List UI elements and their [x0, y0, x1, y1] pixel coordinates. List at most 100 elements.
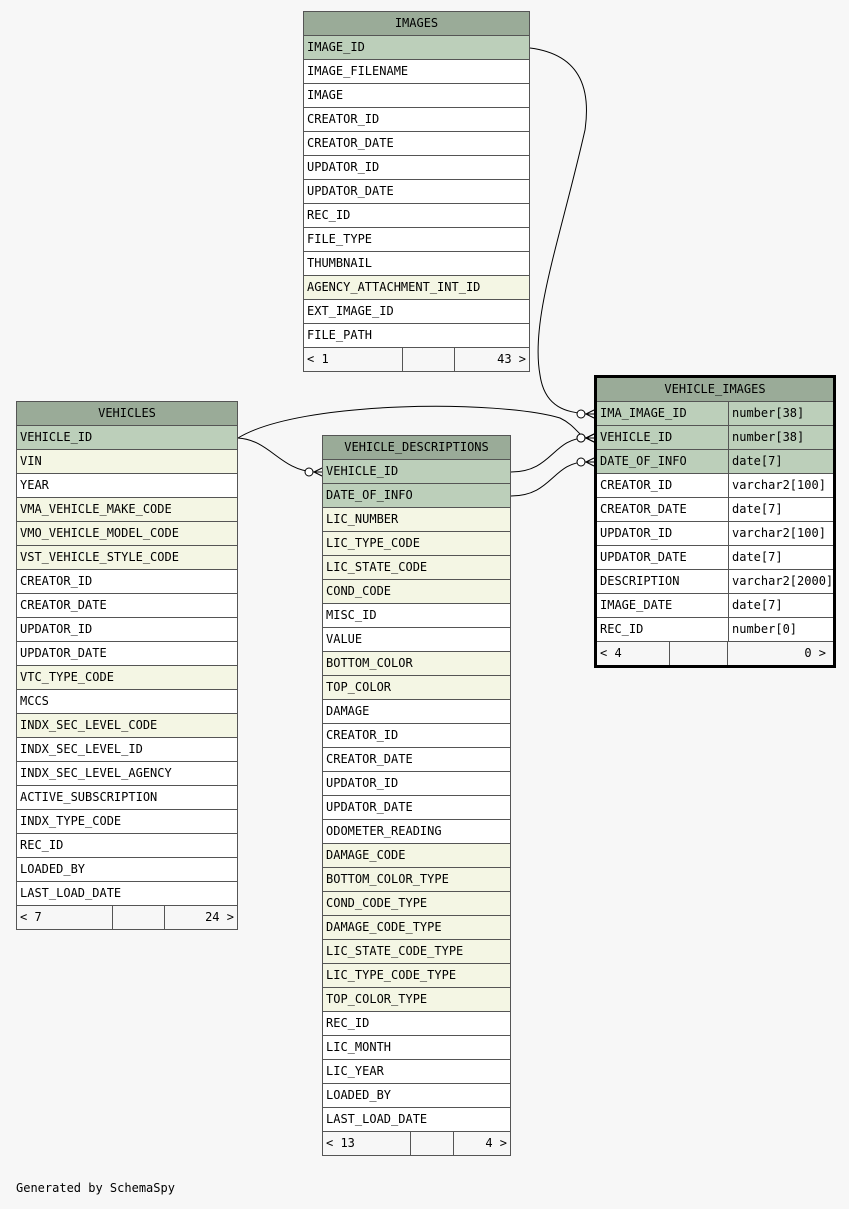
column-row[interactable]: LIC_YEAR [323, 1060, 510, 1084]
column-row[interactable]: IMAGE_FILENAME [304, 60, 529, 84]
column-name: EXT_IMAGE_ID [307, 304, 394, 318]
column-name: REC_ID [307, 208, 351, 222]
table-title[interactable]: VEHICLE_DESCRIPTIONS [323, 436, 510, 460]
column-row[interactable]: TOP_COLOR_TYPE [323, 988, 510, 1012]
column-row[interactable]: UPDATOR_ID [323, 772, 510, 796]
column-type: date[7] [728, 450, 829, 473]
column-name: INDX_TYPE_CODE [20, 814, 122, 828]
column-name: DESCRIPTION [600, 574, 680, 588]
column-row[interactable]: CREATOR_DATE [323, 748, 510, 772]
column-name: CREATOR_ID [20, 574, 93, 588]
column-row[interactable]: REC_ID [304, 204, 529, 228]
table-title[interactable]: IMAGES [304, 12, 529, 36]
column-name: VTC_TYPE_CODE [20, 670, 114, 684]
column-row[interactable]: LAST_LOAD_DATE [17, 882, 237, 906]
column-row[interactable]: VTC_TYPE_CODE [17, 666, 237, 690]
crows-foot-icon [304, 467, 323, 477]
column-row[interactable]: REC_ID [323, 1012, 510, 1036]
column-row[interactable]: CREATOR_DATE [304, 132, 529, 156]
column-name: CREATOR_ID [600, 478, 673, 492]
column-row[interactable]: CREATOR_DATE [17, 594, 237, 618]
column-name: DAMAGE [326, 704, 370, 718]
column-row[interactable]: INDX_SEC_LEVEL_AGENCY [17, 762, 237, 786]
column-row[interactable]: VMA_VEHICLE_MAKE_CODE [17, 498, 237, 522]
column-row[interactable]: THUMBNAIL [304, 252, 529, 276]
column-row[interactable]: DATE_OF_INFO date[7] [597, 450, 833, 474]
column-row[interactable]: BOTTOM_COLOR_TYPE [323, 868, 510, 892]
parent-count: < 7 [17, 906, 114, 929]
column-row[interactable]: AGENCY_ATTACHMENT_INT_ID [304, 276, 529, 300]
column-row[interactable]: UPDATOR_DATE [17, 642, 237, 666]
column-row[interactable]: VALUE [323, 628, 510, 652]
column-row[interactable]: DAMAGE [323, 700, 510, 724]
column-name: LIC_TYPE_CODE [326, 536, 420, 550]
column-row[interactable]: MCCS [17, 690, 237, 714]
column-row[interactable]: ACTIVE_SUBSCRIPTION [17, 786, 237, 810]
column-row[interactable]: TOP_COLOR [323, 676, 510, 700]
column-row[interactable]: LIC_STATE_CODE [323, 556, 510, 580]
table-title[interactable]: VEHICLE_IMAGES [597, 378, 833, 402]
column-row[interactable]: VST_VEHICLE_STYLE_CODE [17, 546, 237, 570]
column-row[interactable]: UPDATOR_ID [17, 618, 237, 642]
column-row[interactable]: VEHICLE_ID [17, 426, 237, 450]
column-row[interactable]: INDX_TYPE_CODE [17, 810, 237, 834]
column-row[interactable]: VMO_VEHICLE_MODEL_CODE [17, 522, 237, 546]
column-row[interactable]: YEAR [17, 474, 237, 498]
row-count: 0 > [804, 646, 826, 660]
column-row[interactable]: LIC_MONTH [323, 1036, 510, 1060]
column-row[interactable]: MISC_ID [323, 604, 510, 628]
column-name: INDX_SEC_LEVEL_CODE [20, 718, 158, 732]
column-name: VMO_VEHICLE_MODEL_CODE [20, 526, 179, 540]
column-row[interactable]: FILE_PATH [304, 324, 529, 348]
column-row[interactable]: DATE_OF_INFO [323, 484, 510, 508]
column-row[interactable]: DAMAGE_CODE_TYPE [323, 916, 510, 940]
column-row[interactable]: CREATOR_ID [323, 724, 510, 748]
column-row[interactable]: BOTTOM_COLOR [323, 652, 510, 676]
column-row[interactable]: UPDATOR_ID [304, 156, 529, 180]
column-row[interactable]: IMA_IMAGE_ID number[38] [597, 402, 833, 426]
column-name: VST_VEHICLE_STYLE_CODE [20, 550, 179, 564]
column-row[interactable]: CREATOR_ID [304, 108, 529, 132]
column-row[interactable]: VIN [17, 450, 237, 474]
column-name: DAMAGE_CODE [326, 848, 406, 862]
column-row[interactable]: EXT_IMAGE_ID [304, 300, 529, 324]
column-row[interactable]: CREATOR_ID [17, 570, 237, 594]
column-row[interactable]: LOADED_BY [323, 1084, 510, 1108]
column-name: BOTTOM_COLOR [326, 656, 413, 670]
column-row[interactable]: INDX_SEC_LEVEL_CODE [17, 714, 237, 738]
column-row[interactable]: LIC_NUMBER [323, 508, 510, 532]
table-title[interactable]: VEHICLES [17, 402, 237, 426]
column-row[interactable]: IMAGE_ID [304, 36, 529, 60]
column-row[interactable]: REC_ID [17, 834, 237, 858]
column-row[interactable]: VEHICLE_ID [323, 460, 510, 484]
column-row[interactable]: ODOMETER_READING [323, 820, 510, 844]
column-row[interactable]: COND_CODE [323, 580, 510, 604]
column-row[interactable]: INDX_SEC_LEVEL_ID [17, 738, 237, 762]
column-row[interactable]: LIC_TYPE_CODE [323, 532, 510, 556]
column-row[interactable]: LIC_STATE_CODE_TYPE [323, 940, 510, 964]
column-name: TOP_COLOR_TYPE [326, 992, 428, 1006]
column-name: IMA_IMAGE_ID [600, 406, 687, 420]
column-row[interactable]: UPDATOR_DATE [304, 180, 529, 204]
column-row[interactable]: LAST_LOAD_DATE [323, 1108, 510, 1132]
column-name: DATE_OF_INFO [600, 454, 687, 468]
column-row[interactable]: LIC_TYPE_CODE_TYPE [323, 964, 510, 988]
column-row[interactable]: UPDATOR_DATE [323, 796, 510, 820]
column-row[interactable]: COND_CODE_TYPE [323, 892, 510, 916]
column-name: YEAR [20, 478, 49, 492]
column-row[interactable]: LOADED_BY [17, 858, 237, 882]
column-type: number[38] [728, 402, 829, 425]
column-row[interactable]: DAMAGE_CODE [323, 844, 510, 868]
column-row[interactable]: FILE_TYPE [304, 228, 529, 252]
column-row[interactable]: IMAGE [304, 84, 529, 108]
